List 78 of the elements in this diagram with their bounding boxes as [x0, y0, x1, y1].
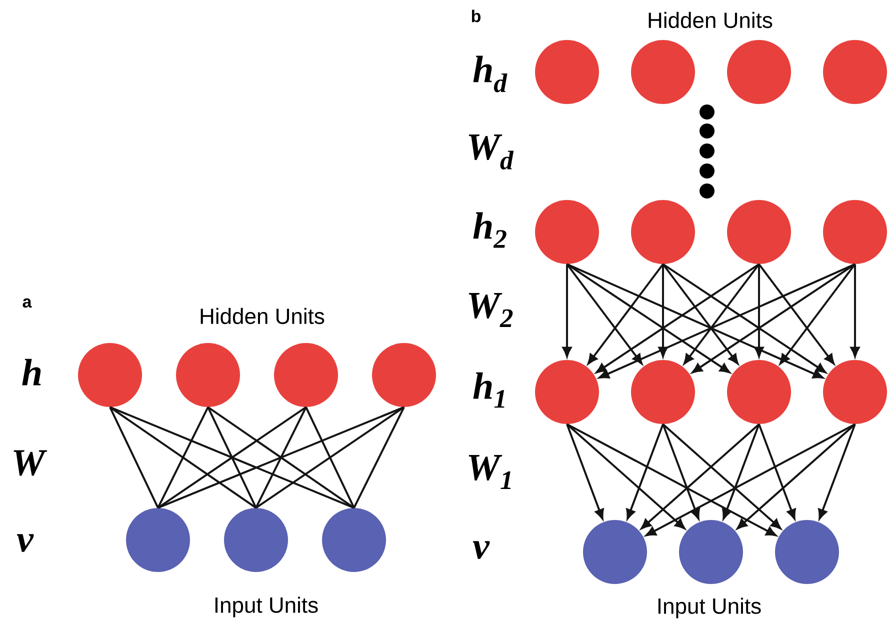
arrow — [662, 264, 738, 364]
hidden-unit — [727, 40, 791, 104]
layer-symbol: W$_{2}$ — [468, 293, 513, 327]
connection-line — [158, 406, 404, 509]
layer-symbol: v — [472, 541, 490, 559]
arrow — [598, 263, 856, 378]
layer-caption: Input Units — [658, 598, 761, 618]
layer-symbol: h$_{d}$ — [473, 56, 508, 92]
panel-letter: a — [22, 298, 32, 308]
hidden-unit — [372, 343, 436, 407]
hidden-unit — [631, 200, 695, 264]
arrow — [662, 263, 826, 374]
arrow — [662, 423, 782, 530]
arrow — [566, 424, 604, 520]
arrow — [640, 423, 760, 530]
hidden-unit — [535, 40, 599, 104]
connection-line — [207, 406, 355, 509]
hidden-unit — [274, 343, 338, 407]
arrow — [692, 263, 856, 374]
arrow — [588, 264, 664, 364]
arrow — [780, 264, 856, 364]
layer-symbol: v — [16, 534, 34, 552]
arrow — [596, 263, 760, 374]
connection-line — [109, 406, 257, 509]
input-unit — [775, 520, 839, 584]
hidden-unit — [823, 360, 888, 424]
layer-caption: Input Units — [215, 596, 318, 618]
arrow — [736, 423, 856, 530]
arrow — [566, 263, 824, 378]
connection-line — [109, 406, 159, 508]
hidden-unit — [823, 40, 888, 104]
arrow — [566, 423, 776, 536]
arrow — [566, 263, 730, 374]
layer-symbol: W$_{d}$ — [468, 134, 514, 170]
layer-symbol: h — [22, 358, 41, 386]
connection-line — [255, 406, 307, 508]
arrow — [562, 264, 572, 358]
connection-line — [353, 406, 405, 508]
connection-line — [255, 406, 405, 509]
input-unit — [224, 508, 288, 572]
hidden-unit — [78, 343, 142, 407]
input-unit — [583, 520, 647, 584]
layer-symbol: h$_{2}$ — [473, 212, 506, 248]
arrow — [658, 264, 668, 358]
arrow — [722, 424, 760, 520]
hidden-unit — [535, 360, 599, 424]
arrow — [566, 264, 642, 364]
hidden-unit — [727, 360, 791, 424]
arrow — [818, 424, 856, 520]
connection-line — [157, 406, 307, 509]
hidden-unit — [631, 40, 695, 104]
panel-letter: b — [472, 10, 480, 22]
input-unit — [322, 508, 386, 572]
connection-line — [207, 406, 257, 508]
connection-line — [110, 406, 354, 509]
hidden-unit — [823, 200, 888, 264]
arrow — [566, 423, 686, 530]
hidden-unit — [535, 200, 599, 264]
arrow — [626, 424, 664, 520]
arrow — [758, 264, 834, 364]
connection-line — [305, 406, 355, 508]
input-unit — [679, 520, 743, 584]
connection-line — [157, 406, 209, 508]
layer-caption: Hidden Units — [648, 12, 772, 28]
input-unit — [126, 508, 190, 572]
layer-symbol: W$_{1}$ — [468, 455, 511, 489]
arrow — [758, 424, 796, 520]
arrow — [684, 264, 760, 364]
arrow — [850, 264, 860, 358]
arrow — [754, 264, 764, 358]
arrow — [662, 424, 700, 520]
layer-symbol: W — [14, 450, 48, 476]
arrow — [646, 423, 856, 536]
layer-caption: Hidden Units — [200, 308, 324, 324]
layer-symbol: h$_{1}$ — [473, 372, 504, 408]
hidden-unit — [727, 200, 791, 264]
hidden-unit — [631, 360, 695, 424]
hidden-unit — [176, 343, 240, 407]
